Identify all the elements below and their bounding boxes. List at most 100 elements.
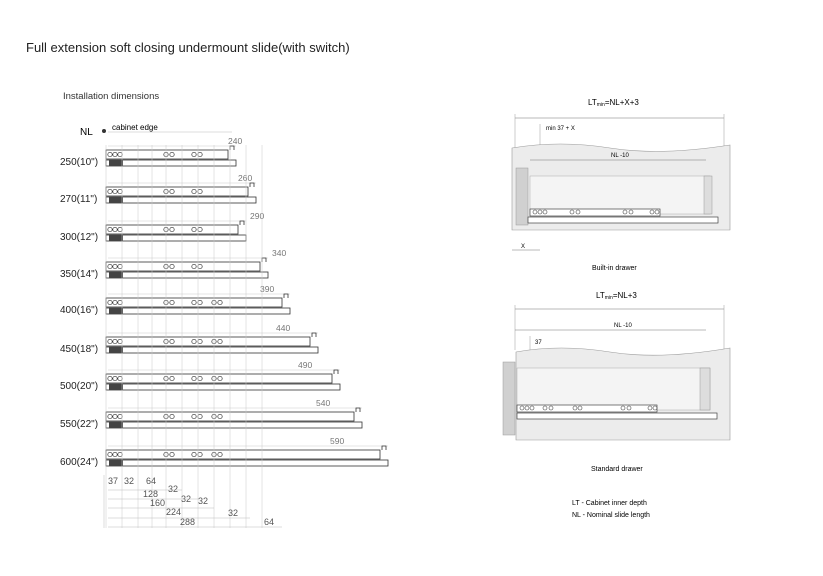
builtin-min-label: min 37 + X: [546, 126, 575, 132]
dim-288: 288: [180, 517, 195, 527]
slide-hole: [169, 451, 175, 458]
page-title: Full extension soft closing undermount s…: [26, 40, 350, 55]
slide-hole: [169, 338, 175, 345]
slide-hole: [548, 405, 554, 411]
builtin-formula: LTmin=NL+X+3: [588, 98, 639, 108]
front-lock-clip: [109, 197, 123, 203]
builtin-slide: [529, 208, 661, 217]
front-lock-clip: [109, 235, 123, 241]
standard-rail: [516, 412, 718, 420]
slide-hole: [217, 375, 223, 382]
slide-size-label: 350(14"): [60, 269, 98, 280]
builtin-nl-label: NL -10: [611, 153, 629, 159]
standard-caption: Standard drawer: [591, 466, 643, 473]
rear-hook: [239, 220, 245, 225]
slide-hole: [191, 451, 197, 458]
legend-nl: NL - Nominal slide length: [572, 512, 650, 519]
front-lock-clip: [109, 422, 123, 428]
slide-hole: [649, 209, 655, 215]
standard-formula: LTmin=NL+3: [596, 291, 637, 301]
slide-hole: [107, 226, 113, 233]
slide-hole: [112, 299, 118, 306]
dim-32-a: 32: [124, 476, 134, 486]
rear-hook: [249, 182, 255, 187]
slide-hole: [191, 413, 197, 420]
slides-group: 250(10")240270(11")260300(12")290350(14"…: [60, 136, 389, 468]
slide-hole: [191, 263, 197, 270]
builtin-drawer-diagram: LTmin=NL+X+3 min 37 + X NL -10 X Built-i…: [511, 98, 731, 272]
builtin-slide-holes: [532, 209, 660, 215]
rear-hook: [283, 293, 289, 298]
standard-drawer-back: [699, 367, 711, 411]
slide-length-label: 540: [316, 398, 330, 408]
slide-hole: [112, 226, 118, 233]
dim-64-a: 64: [146, 476, 156, 486]
slide-hole: [169, 375, 175, 382]
slide-size-label: 300(12"): [60, 232, 98, 243]
front-lock-clip: [109, 272, 123, 278]
slide-hole: [169, 413, 175, 420]
slide-hole: [537, 209, 543, 215]
builtin-rail: [527, 216, 719, 224]
rear-hook: [355, 407, 361, 412]
nl-marker-dot: [102, 129, 106, 133]
standard-door: [502, 361, 516, 436]
slide-size-label: 500(20"): [60, 381, 98, 392]
slide-hole: [191, 188, 197, 195]
standard-slide-holes: [519, 405, 658, 411]
slide-hole: [542, 405, 548, 411]
slide-hole: [191, 338, 197, 345]
builtin-drawer-box: [529, 175, 711, 215]
rear-hook: [333, 369, 339, 374]
slide-length-label: 440: [276, 323, 290, 333]
standard-nl-label: NL -10: [614, 323, 632, 329]
slide-length-label: 260: [238, 173, 252, 183]
legend-lt: LT - Cabinet inner depth: [572, 500, 647, 507]
slide-hole: [626, 405, 632, 411]
slide-length-label: 490: [298, 360, 312, 370]
slide-length-label: 590: [330, 436, 344, 446]
slide-hole: [169, 188, 175, 195]
slide-hole: [572, 405, 578, 411]
slide-hole: [112, 263, 118, 270]
front-lock-clip: [109, 308, 123, 314]
slide-hole: [112, 151, 118, 158]
slide-hole: [112, 375, 118, 382]
hole-position-lines: [105, 145, 263, 528]
slide-hole: [577, 405, 583, 411]
slide-size-label: 400(16"): [60, 305, 98, 316]
slide-hole: [107, 151, 113, 158]
slide-length-label: 390: [260, 284, 274, 294]
slide-hole: [217, 451, 223, 458]
slide-hole: [107, 263, 113, 270]
slide-hole: [169, 299, 175, 306]
slide-hole: [107, 338, 113, 345]
builtin-caption: Built-in drawer: [592, 265, 637, 272]
slide-hole: [542, 209, 548, 215]
slide-size-label: 250(10"): [60, 157, 98, 168]
dim-64-b: 64: [264, 517, 274, 527]
hole-dimensions: 37 32 64 128 32 160 32 224 32 288 32 64: [103, 475, 282, 528]
slide-hole: [112, 338, 118, 345]
slide-length-label: 290: [250, 211, 264, 221]
dim-128: 128: [143, 489, 158, 499]
slide-hole: [575, 209, 581, 215]
rear-hook: [311, 332, 317, 337]
slide-hole: [620, 405, 626, 411]
standard-drawer-box: [516, 367, 711, 411]
slide-hole: [652, 405, 658, 411]
slide-hole: [532, 209, 538, 215]
slide-size-label: 550(22"): [60, 419, 98, 430]
dim-32-d: 32: [198, 496, 208, 506]
slide-hole: [622, 209, 628, 215]
slide-hole: [107, 188, 113, 195]
slide-hole: [112, 188, 118, 195]
rear-hook: [381, 445, 387, 450]
slide-hole: [654, 209, 660, 215]
slide-hole: [191, 151, 197, 158]
front-lock-clip: [109, 347, 123, 353]
slide-size-label: 450(18"): [60, 344, 98, 355]
slide-size-label: 270(11"): [60, 194, 97, 205]
builtin-x-label: X: [521, 244, 525, 250]
